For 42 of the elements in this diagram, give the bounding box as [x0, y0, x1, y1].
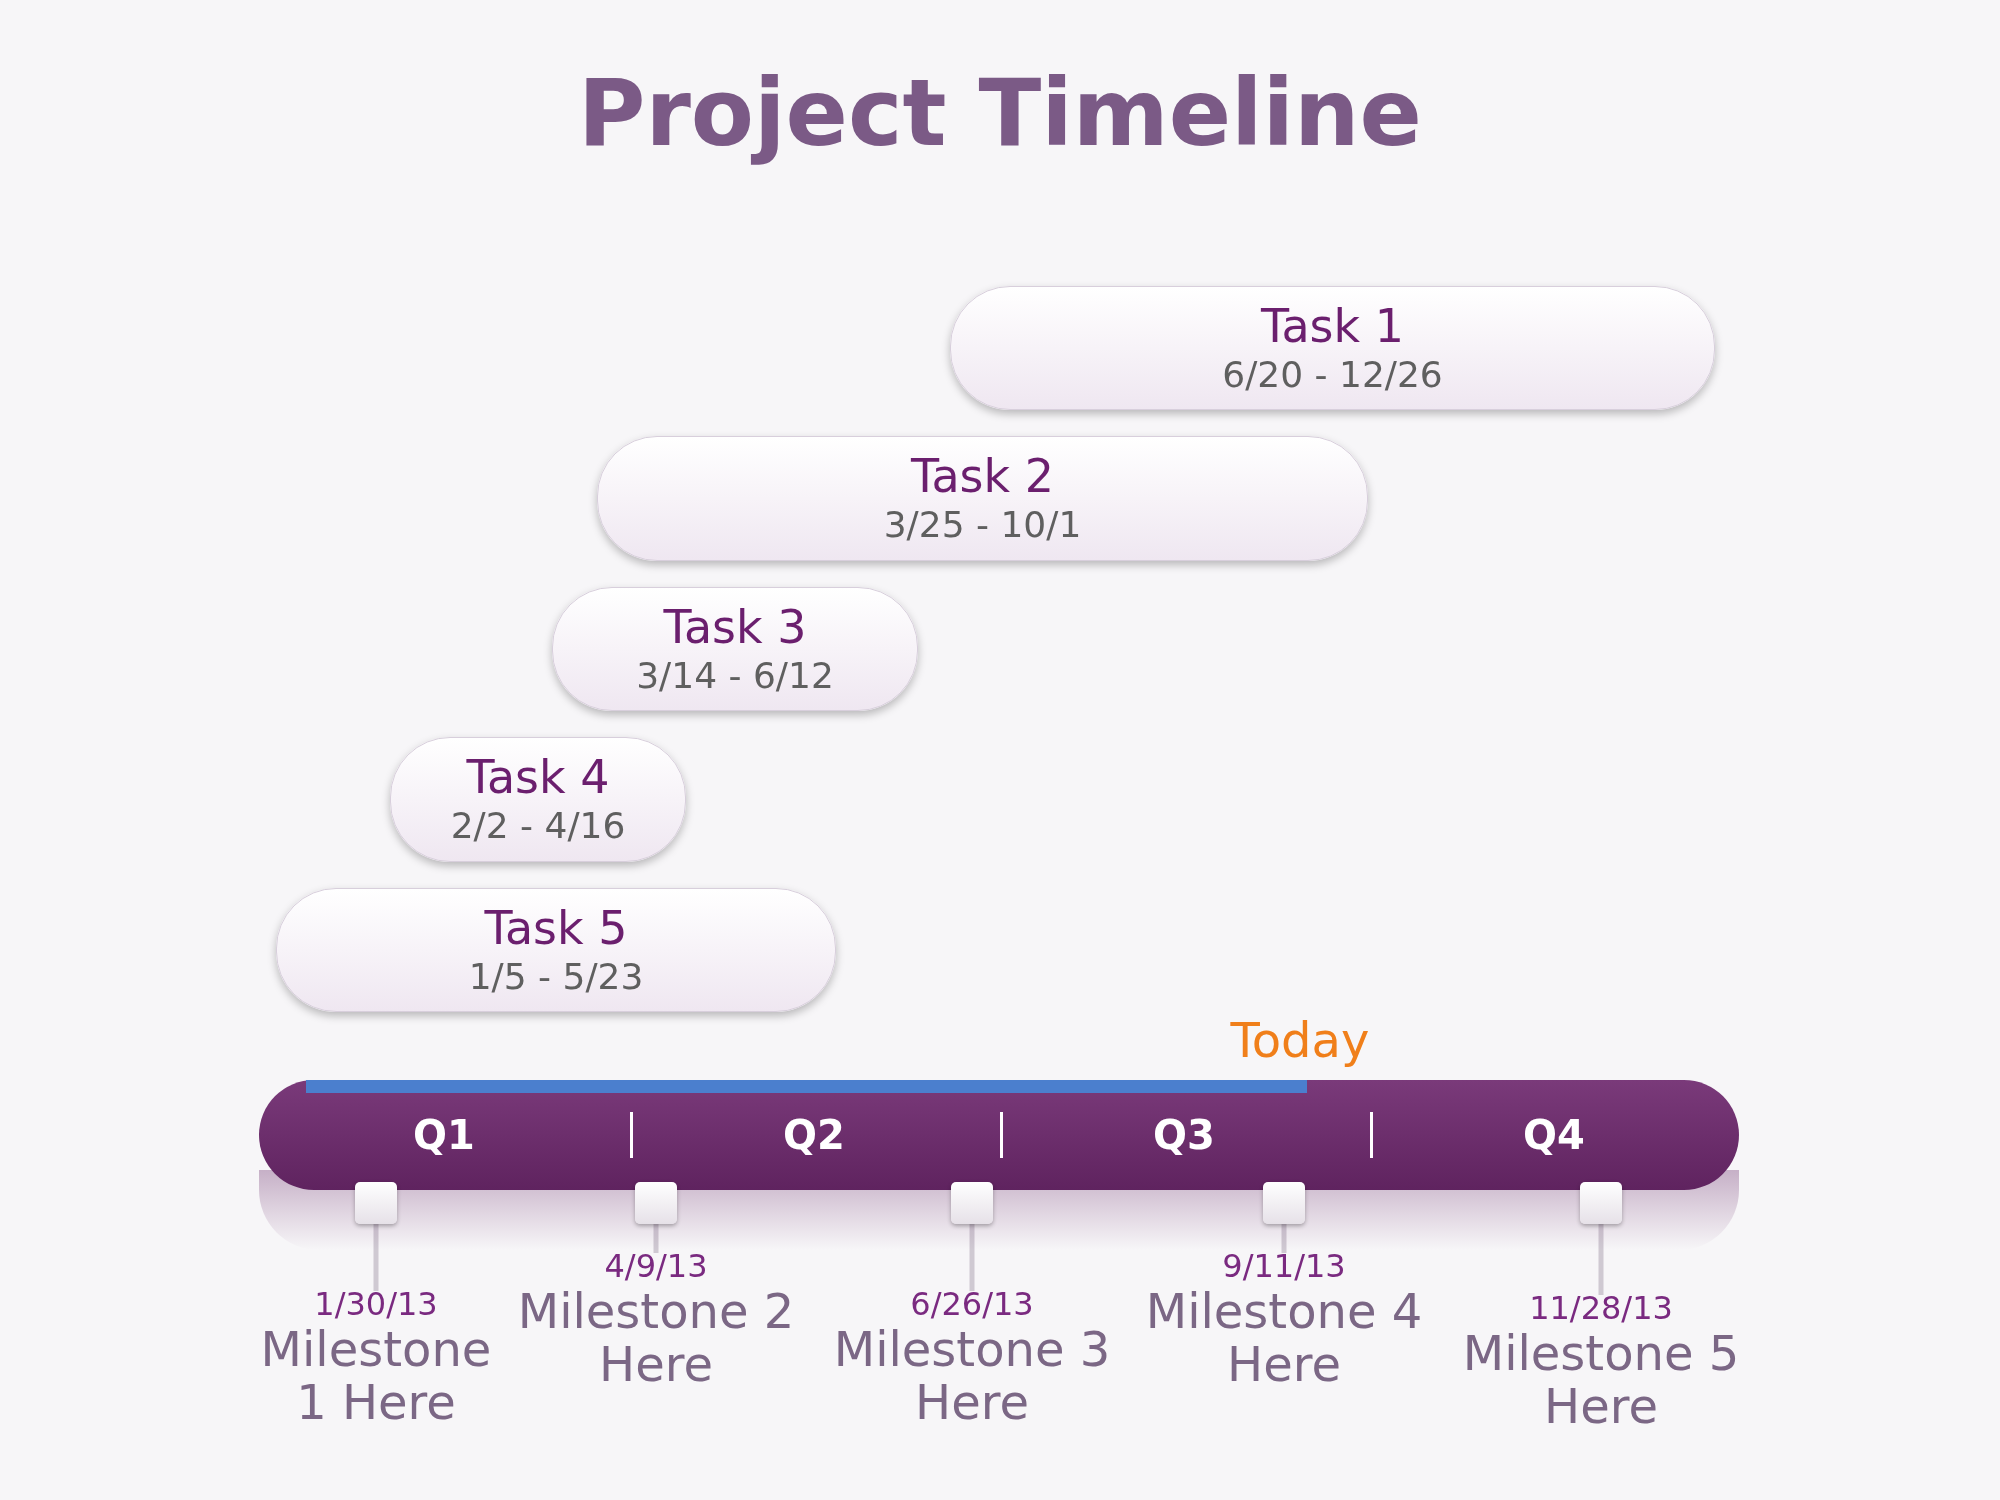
date-range: 1/5 - 5/23 [468, 954, 644, 999]
milestone-marker [635, 1182, 677, 1224]
date-range: 6/20 - 12/26 [1222, 352, 1443, 397]
task-bar [276, 888, 836, 1012]
quarter-label: Q4 [1523, 1112, 1585, 1158]
task-name: Task 1 [1260, 299, 1405, 353]
milestone-marker [1580, 1182, 1622, 1224]
milestone-label: Milestone 5 Here [1461, 1327, 1741, 1433]
task-bar [552, 587, 918, 711]
milestone-label: Milestone 2 Here [516, 1285, 796, 1391]
leader-line [1281, 1224, 1287, 1253]
milestone-label: Milestone 4 Here [1144, 1285, 1424, 1391]
quarter-label: Q2 [783, 1112, 845, 1158]
milestone-label: Milestone 3 Here [832, 1323, 1112, 1429]
today-label: Today [1229, 1012, 1371, 1068]
milestone-date: 6/26/13 [910, 1285, 1034, 1324]
leader-line [969, 1224, 975, 1291]
milestone-date: 4/9/13 [604, 1247, 708, 1286]
task-bar [950, 286, 1715, 410]
milestone-date: 11/28/13 [1529, 1289, 1673, 1328]
task-name: Task 5 [484, 901, 628, 955]
quarter-label: Q3 [1153, 1112, 1215, 1158]
date-range: 3/25 - 10/1 [883, 503, 1082, 547]
milestone-date: 9/11/13 [1222, 1247, 1346, 1286]
task-name: Task 4 [466, 751, 610, 805]
leader-line [1598, 1224, 1604, 1295]
milestone-marker [951, 1182, 993, 1224]
milestone-marker [355, 1182, 397, 1224]
leader-line [653, 1224, 659, 1253]
date-range: 2/2 - 4/16 [450, 804, 626, 848]
leader-line [373, 1224, 379, 1291]
task-name: Task 2 [910, 450, 1055, 504]
title: Project Timeline [577, 60, 1423, 167]
milestone-marker [1263, 1182, 1305, 1224]
milestone-label: Milestone 1 Here [259, 1323, 493, 1429]
task-name: Task 3 [663, 600, 807, 654]
task-bar [390, 737, 686, 862]
task-bar [597, 436, 1368, 561]
timeline-bar [259, 1080, 1739, 1190]
quarter-label: Q1 [413, 1112, 475, 1158]
milestone-date: 1/30/13 [314, 1285, 438, 1324]
date-range: 3/14 - 6/12 [636, 653, 834, 698]
